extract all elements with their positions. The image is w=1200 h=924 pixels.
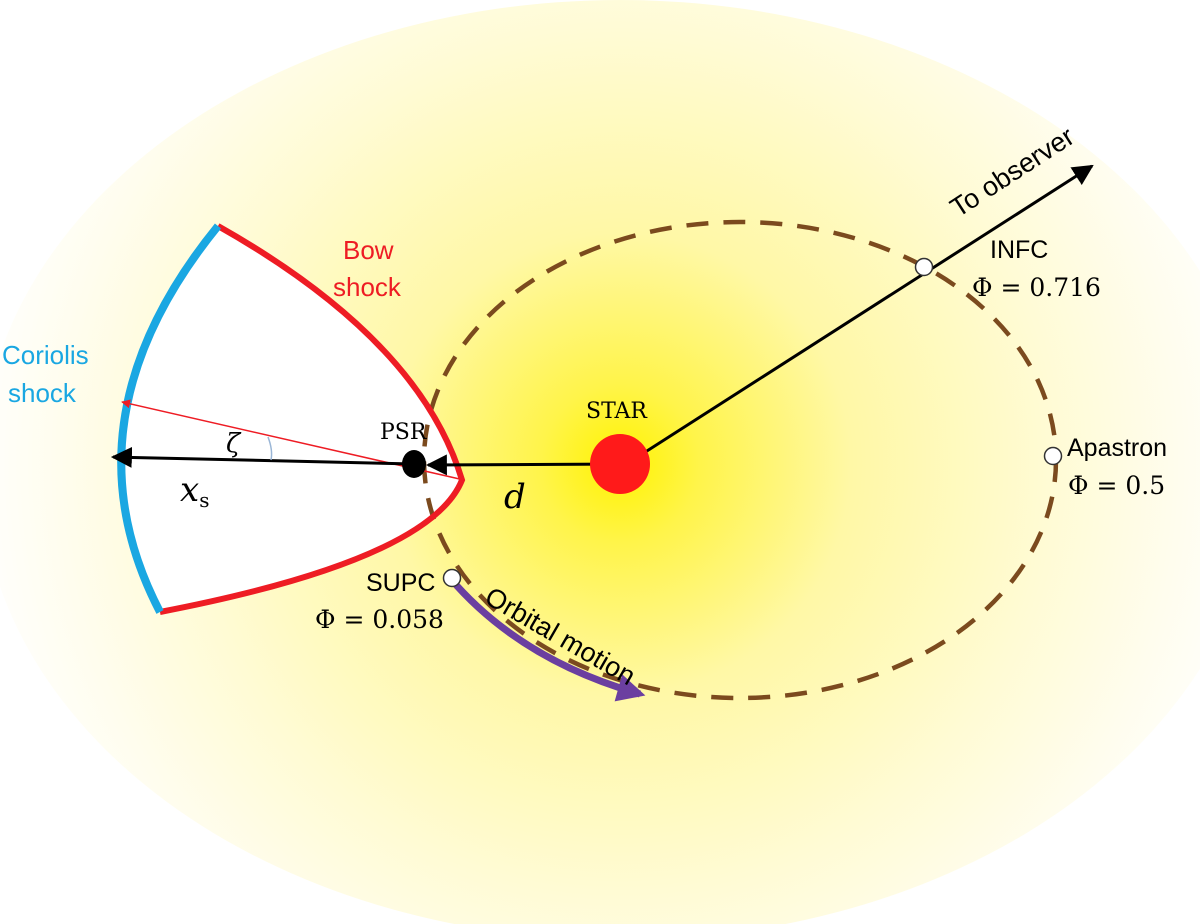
observer-line xyxy=(624,164,1094,467)
zeta-angle-arc xyxy=(267,436,273,461)
supc-phase: Φ = 0.058 xyxy=(315,605,444,634)
d-label: d xyxy=(504,477,526,517)
shocked-region xyxy=(121,226,463,612)
apastron-phase: Φ = 0.5 xyxy=(1068,471,1165,500)
apastron-marker xyxy=(1043,446,1063,466)
bow-shock-label-line1: Bow xyxy=(343,235,394,265)
xs-label: xs xyxy=(180,470,209,512)
apastron-name: Apastron xyxy=(1067,434,1167,462)
xs-main: x xyxy=(180,470,199,510)
supc-name: SUPC xyxy=(366,569,435,597)
infc-phase: Φ = 0.716 xyxy=(972,273,1101,302)
pulsar-dot-icon xyxy=(402,450,426,478)
infc-marker xyxy=(914,257,934,277)
coriolis-shock-label-line2: shock xyxy=(8,378,77,408)
xs-subscript: s xyxy=(199,488,209,512)
zeta-label: ζ xyxy=(226,429,242,459)
star-disk-icon xyxy=(590,434,650,494)
star-label: STAR xyxy=(586,399,648,424)
supc-marker xyxy=(442,568,462,588)
infc-name: INFC xyxy=(990,236,1048,264)
orbital-motion-arrow xyxy=(447,575,646,702)
coriolis-shock-arc xyxy=(117,223,222,614)
coriolis-shock-label-line1: Coriolis xyxy=(2,340,89,370)
bow-shock-label-line2: shock xyxy=(333,272,402,302)
psr-label: PSR xyxy=(380,420,428,445)
xs-arrow xyxy=(110,446,415,468)
